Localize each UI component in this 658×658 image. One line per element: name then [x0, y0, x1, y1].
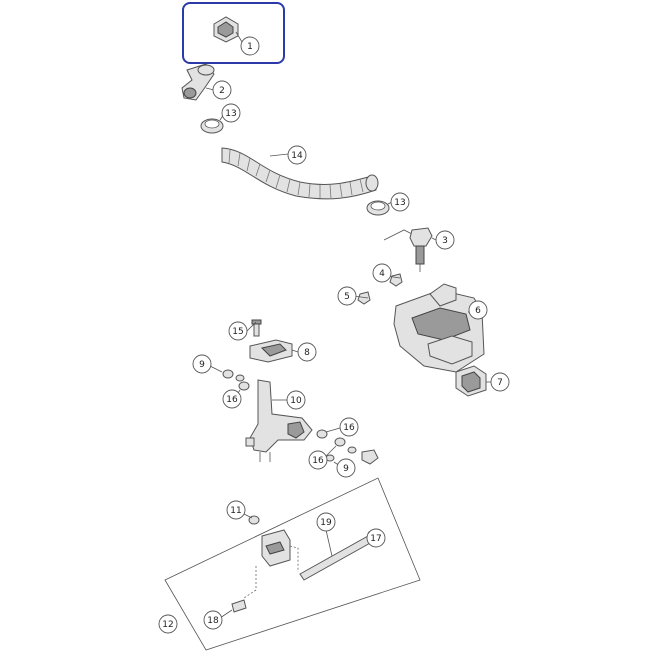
callout-7[interactable]: 7: [490, 372, 510, 392]
svg-text:17: 17: [370, 534, 381, 544]
callout-2[interactable]: 2: [212, 80, 232, 100]
callout-11[interactable]: 11: [226, 500, 246, 520]
callout-3[interactable]: 3: [435, 230, 455, 250]
svg-text:5: 5: [344, 292, 350, 302]
callout-9-lower[interactable]: 9: [336, 458, 356, 478]
callout-16-lower[interactable]: 16: [308, 450, 328, 470]
part-8-bracket[interactable]: [249, 339, 293, 363]
svg-text:13: 13: [225, 109, 236, 119]
callout-12[interactable]: 12: [158, 614, 178, 634]
svg-text:12: 12: [162, 620, 173, 630]
svg-text:3: 3: [442, 236, 448, 246]
part-2-elbow[interactable]: [181, 63, 215, 101]
callout-15[interactable]: 15: [228, 321, 248, 341]
selected-part-highlight[interactable]: [182, 2, 285, 64]
callout-10[interactable]: 10: [286, 390, 306, 410]
callout-17[interactable]: 17: [366, 528, 386, 548]
callout-16-right[interactable]: 16: [339, 417, 359, 437]
valve-block[interactable]: [243, 529, 299, 599]
part-18-pin[interactable]: [231, 599, 247, 613]
part-1-cap[interactable]: [213, 16, 239, 43]
callout-9-upper[interactable]: 9: [192, 354, 212, 374]
svg-text:4: 4: [379, 269, 385, 279]
callout-6[interactable]: 6: [468, 300, 488, 320]
svg-text:7: 7: [497, 378, 503, 388]
svg-text:13: 13: [394, 198, 405, 208]
callout-4[interactable]: 4: [372, 263, 392, 283]
callout-19[interactable]: 19: [316, 512, 336, 532]
callout-14[interactable]: 14: [287, 145, 307, 165]
svg-text:18: 18: [207, 616, 219, 626]
svg-text:9: 9: [343, 464, 349, 474]
svg-text:11: 11: [230, 506, 241, 516]
svg-text:8: 8: [304, 348, 310, 358]
part-9-nut-upper[interactable]: [222, 369, 245, 382]
part-16-spacer-left[interactable]: [238, 381, 250, 391]
svg-text:15: 15: [232, 327, 243, 337]
part-15-screw[interactable]: [251, 319, 262, 337]
svg-text:2: 2: [219, 86, 225, 96]
part-3-sensor[interactable]: [383, 227, 433, 272]
svg-text:16: 16: [312, 456, 324, 466]
callout-8[interactable]: 8: [297, 342, 317, 362]
svg-text:16: 16: [343, 423, 355, 433]
part-10-mount-bracket[interactable]: [245, 379, 313, 462]
part-19-tube[interactable]: [299, 535, 373, 581]
svg-text:6: 6: [475, 306, 481, 316]
part-13-clamp-upper[interactable]: [200, 118, 224, 134]
part-4-bolt[interactable]: [389, 273, 403, 287]
part-13-clamp-lower[interactable]: [366, 200, 390, 216]
svg-text:16: 16: [226, 395, 238, 405]
part-14-corrugated-hose[interactable]: [221, 147, 379, 200]
svg-text:9: 9: [199, 360, 205, 370]
svg-text:1: 1: [247, 42, 253, 52]
part-12-kit-frame[interactable]: [164, 477, 421, 651]
part-7-connector[interactable]: [455, 365, 487, 397]
callout-16-left[interactable]: 16: [222, 389, 242, 409]
part-5-bolt[interactable]: [357, 291, 371, 305]
callout-1[interactable]: 1: [240, 36, 260, 56]
callout-13-upper[interactable]: 13: [221, 103, 241, 123]
svg-text:10: 10: [290, 396, 302, 406]
svg-text:14: 14: [291, 151, 303, 161]
svg-text:19: 19: [320, 518, 332, 528]
part-16-spacer-right[interactable]: [316, 429, 379, 465]
callout-18[interactable]: 18: [203, 610, 223, 630]
callout-13-lower[interactable]: 13: [390, 192, 410, 212]
part-6-housing[interactable]: [393, 283, 485, 373]
callout-5[interactable]: 5: [337, 286, 357, 306]
